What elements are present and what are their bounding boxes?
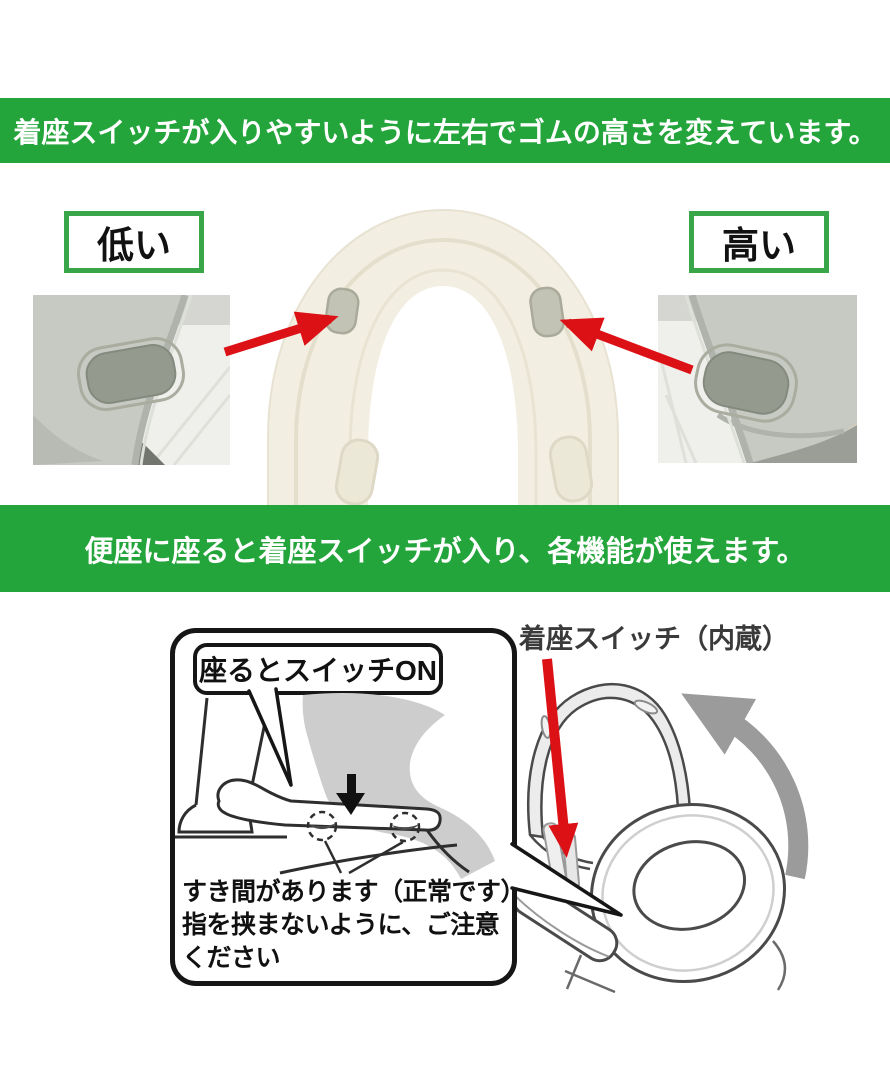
seat-ring-illustration xyxy=(223,208,694,505)
seat-switch-label: 着座スイッチ（内蔵） xyxy=(519,624,789,654)
gap-note: すき間があります（正常です） 指を挟まないように、ご注意 ください xyxy=(182,876,526,975)
person-silhouette xyxy=(302,693,495,879)
gap-circle-rear xyxy=(389,811,421,843)
banner-middle-text: 便座に座ると着座スイッチが入り、各機能が使えます。 xyxy=(84,535,806,568)
gap-note-line2: 指を挟まないように、ご注意 xyxy=(182,911,500,939)
switch-on-label: 座るとスイッチON xyxy=(198,655,437,686)
banner-middle: 便座に座ると着座スイッチが入り、各機能が使えます。 xyxy=(0,505,890,592)
rubber-pad-high xyxy=(694,343,798,423)
high-label: 高い xyxy=(722,225,796,266)
sit-switch-callout-box: 座るとスイッチON すき間があります（正常です） 指を挟まないように、ご注意 く… xyxy=(170,628,526,986)
high-label-box: 高い xyxy=(689,211,829,273)
banner-top-text: 着座スイッチが入りやすいように左右でゴムの高さを変えています。 xyxy=(13,116,877,148)
red-arrow-switch xyxy=(542,658,579,858)
open-lid-toilet-illustration xyxy=(511,658,809,994)
left-pad-photo xyxy=(33,295,230,465)
low-label: 低い xyxy=(97,225,171,266)
banner-top: 着座スイッチが入りやすいように左右でゴムの高さを変えています。 xyxy=(0,98,890,163)
bubble-tail xyxy=(247,687,293,787)
seat-ring xyxy=(590,802,786,984)
switch-on-bubble: 座るとスイッチON xyxy=(193,643,443,695)
lid-bumper xyxy=(633,699,659,715)
gap-circle-front xyxy=(306,810,338,842)
rubber-pad-left xyxy=(324,287,360,335)
rubber-pad-low xyxy=(77,337,185,411)
callout-tail xyxy=(510,842,623,917)
down-arrow xyxy=(347,774,356,793)
red-arrow-right xyxy=(559,317,694,375)
right-pad-photo xyxy=(658,295,857,463)
red-arrow-left xyxy=(223,311,339,357)
sitting-side-view-illustration xyxy=(175,687,495,879)
gap-note-line3: ください xyxy=(182,944,281,972)
low-label-box: 低い xyxy=(64,211,204,273)
gap-note-line1: すき間があります（正常です） xyxy=(182,878,526,906)
rubber-pad-right xyxy=(529,286,565,338)
lid-open-arrow xyxy=(681,693,809,880)
seat-side-view xyxy=(216,778,442,832)
